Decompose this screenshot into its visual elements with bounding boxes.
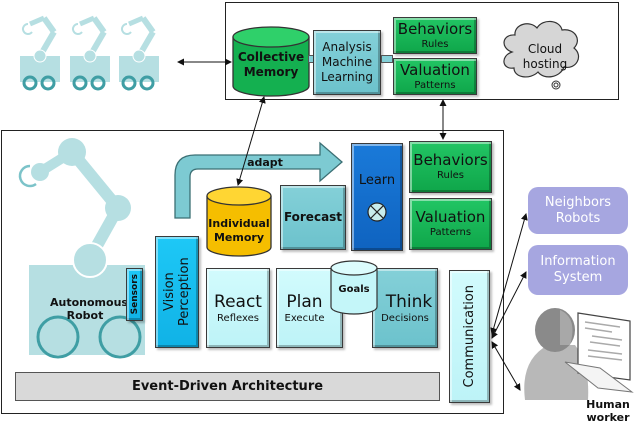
communication-box: Communication <box>449 270 490 403</box>
event-driven-architecture-bar: Event-Driven Architecture <box>15 372 440 401</box>
fleet-robot-icon <box>20 15 159 91</box>
learn-box: Learn <box>351 143 403 251</box>
behaviors-box: Behaviors Rules <box>409 141 492 193</box>
goals-label: Goals <box>338 284 370 295</box>
vision-perception-box: Vision Perception <box>155 236 199 348</box>
sensors-box: Sensors <box>126 268 143 321</box>
comm-to-infosys-arrow <box>491 271 527 339</box>
comm-to-neighbors-arrow <box>490 213 528 335</box>
cloud-valuation-box: Valuation Patterns <box>393 58 477 95</box>
autonomous-robot-label: Autonomous Robot <box>50 296 128 322</box>
valuation-box: Valuation Patterns <box>409 198 492 250</box>
information-system-box: Information System <box>528 245 628 295</box>
comm-to-human-arrow <box>491 341 521 391</box>
cloud-hosting-label: Cloud hosting <box>522 42 568 71</box>
cloud-behaviors-box: Behaviors Rules <box>393 17 477 54</box>
forecast-box: Forecast <box>280 185 346 250</box>
react-box: React Reflexes <box>206 268 270 348</box>
learn-junction-icon <box>367 201 387 222</box>
think-box: Think Decisions <box>372 268 438 348</box>
neighbors-robots-box: Neighbors Robots <box>528 187 628 234</box>
analysis-box: Analysis Machine Learning <box>313 30 381 95</box>
individual-memory-label: Individual Memory <box>208 217 270 244</box>
connector-bar <box>381 55 393 63</box>
collective-memory-label: Collective Memory <box>237 50 305 79</box>
collective-to-individual-arrow <box>236 96 266 186</box>
human-worker-label: Human worker <box>586 398 630 424</box>
